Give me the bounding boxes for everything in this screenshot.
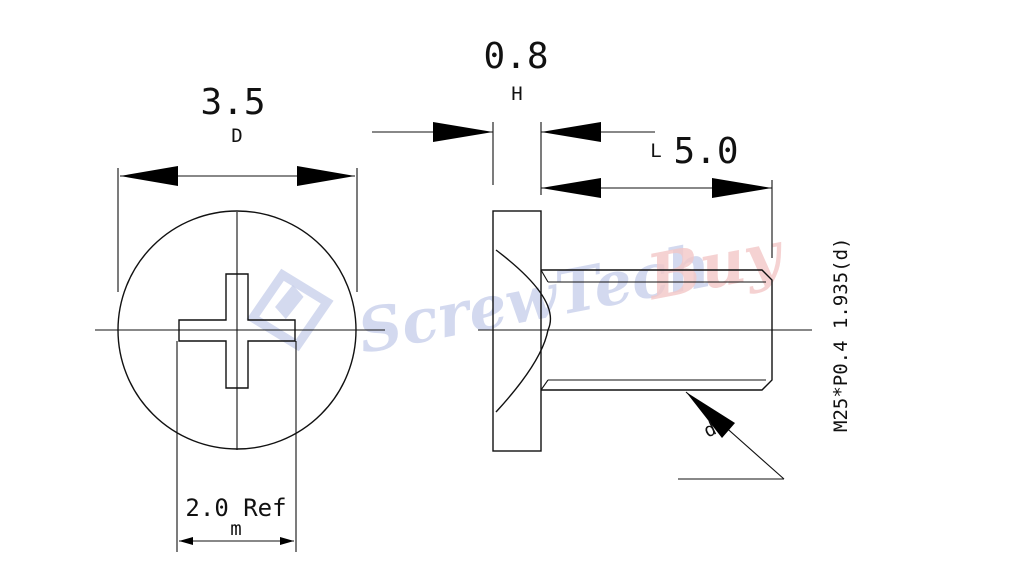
- recess-symbol: m: [230, 518, 241, 540]
- head-top-view: 3.5 D 2.0 Ref m: [95, 82, 385, 552]
- recess-arrow-right: [280, 537, 294, 545]
- recess-value: 2.0 Ref: [185, 494, 286, 522]
- diameter-arrow-right: [297, 166, 355, 186]
- thread-spec: M25*P0.4 1.935(d): [830, 238, 852, 432]
- thread-end-bottom: [540, 379, 549, 391]
- head-height-value: 0.8: [483, 36, 548, 77]
- head-height-symbol: H: [511, 83, 522, 105]
- watermark-brand-right: Buy: [640, 216, 791, 314]
- watermark: ScrewTech Buy: [246, 216, 791, 368]
- diameter-arrow-left: [120, 166, 178, 186]
- length-value: 5.0: [673, 131, 738, 172]
- watermark-logo-icon: [246, 268, 334, 352]
- thread-leader-arrow: [686, 392, 735, 438]
- thread-end-top: [540, 269, 549, 283]
- side-view: 0.8 H 5.0 L M25*P0.4 1.935(d) d: [372, 36, 852, 480]
- diameter-symbol: D: [231, 125, 242, 147]
- head-height-arrow-left: [433, 122, 493, 142]
- length-arrow-left: [541, 178, 601, 198]
- screw-head-side: [492, 210, 542, 452]
- head-height-arrow-right: [541, 122, 601, 142]
- length-symbol: L: [650, 140, 661, 162]
- diameter-value: 3.5: [200, 82, 265, 123]
- length-arrow-right: [712, 178, 772, 198]
- phillips-recess: [178, 273, 296, 389]
- recess-arrow-left: [179, 537, 193, 545]
